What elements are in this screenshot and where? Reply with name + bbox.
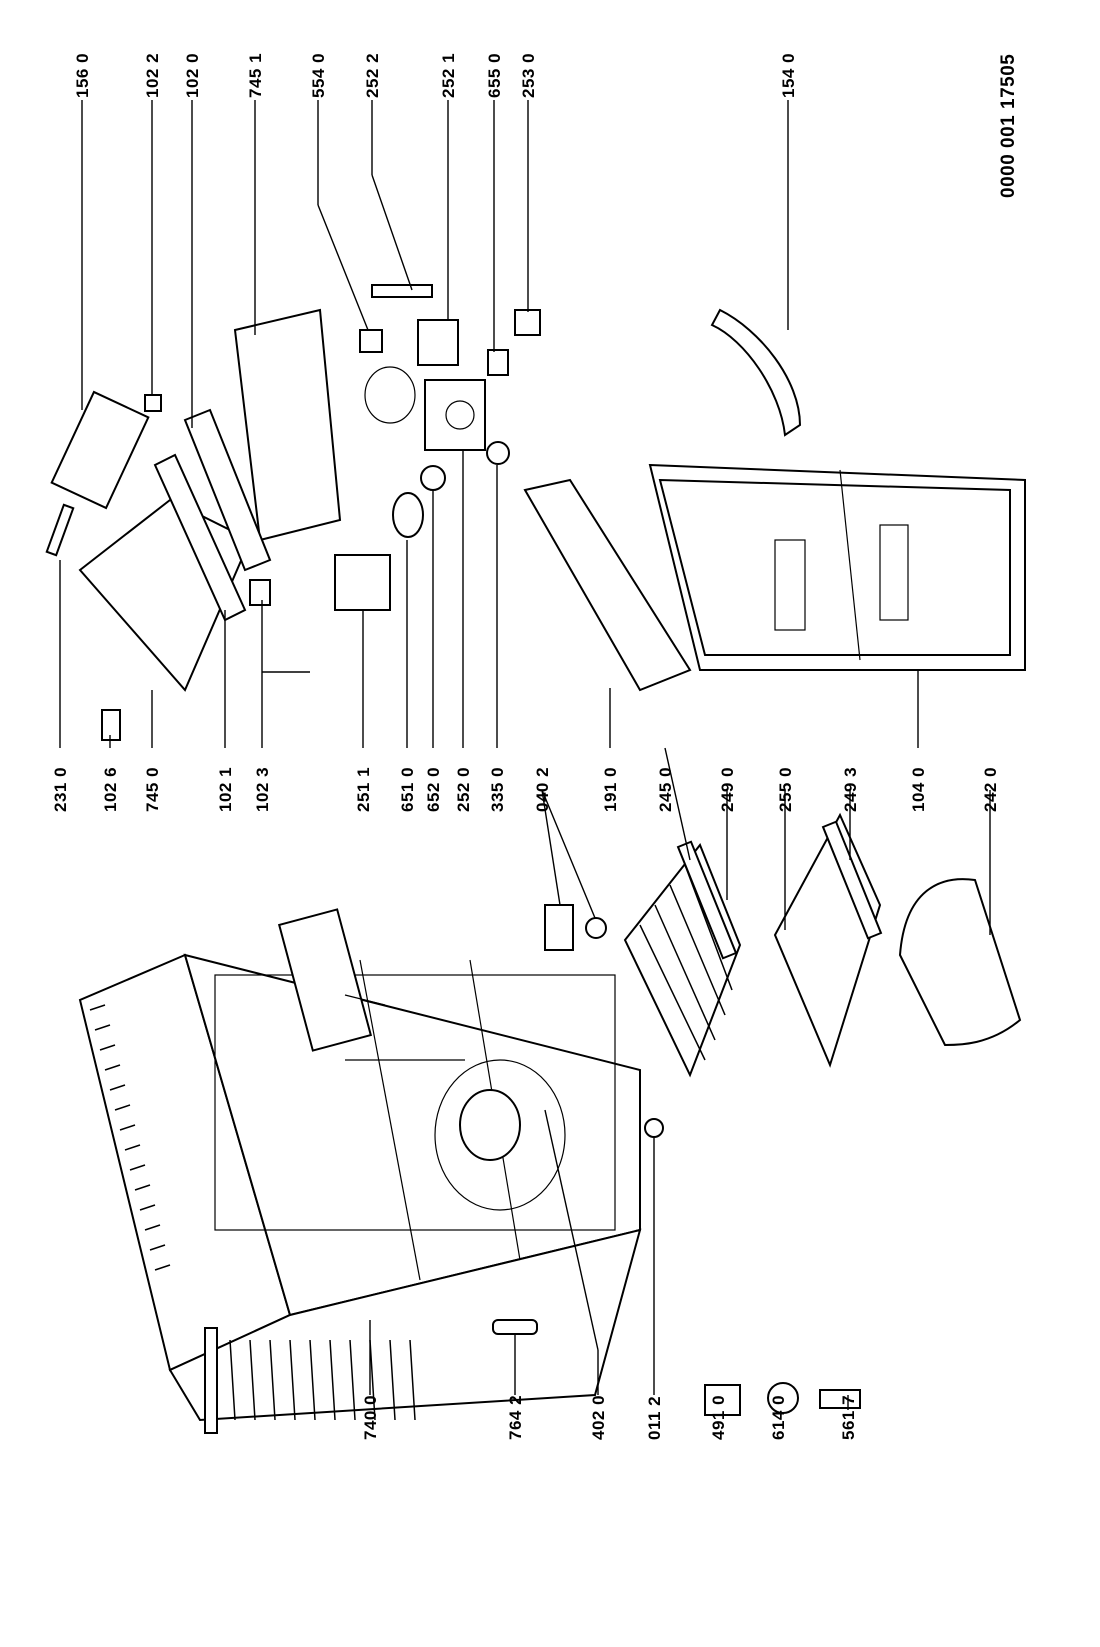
callout: 245 0 — [656, 767, 675, 812]
hinge-pin — [585, 917, 607, 939]
callout: 154 0 — [779, 53, 798, 98]
drip-tray — [233, 308, 342, 542]
lamp-socket — [420, 465, 446, 491]
glass-shelf — [773, 812, 882, 1068]
shelf-trim-upper — [676, 840, 738, 960]
callout: 655 0 — [485, 53, 504, 98]
ice-tray — [50, 390, 150, 510]
callout: 335 0 — [488, 767, 507, 812]
door-handle — [710, 308, 802, 437]
frame-strip-lower — [153, 453, 247, 622]
callout: 102 2 — [143, 53, 162, 98]
callout: 252 0 — [454, 767, 473, 812]
callout: 011 2 — [645, 1396, 664, 1440]
callout: 102 1 — [216, 767, 235, 812]
callout: 102 6 — [101, 767, 120, 812]
lamp-bulb — [392, 492, 424, 538]
part-561-7 — [819, 1389, 861, 1409]
frame-strip — [183, 408, 272, 572]
crisper-drawer — [898, 878, 1022, 1047]
callout: 156 0 — [73, 53, 92, 98]
callout: 554 0 — [309, 53, 328, 98]
part-655-0 — [487, 349, 509, 376]
shelf-trim-lower — [821, 820, 883, 940]
callout: 040 2 — [533, 767, 552, 812]
callout: 255 0 — [776, 767, 795, 812]
callouts-bottom: 740 0 764 2 402 0 011 2 491 0 614 0 561 … — [361, 1395, 858, 1440]
cap-part — [359, 329, 383, 353]
callout: 231 0 — [51, 767, 70, 812]
part-231-0 — [45, 503, 75, 557]
callout: 253 0 — [519, 53, 538, 98]
callout: 745 0 — [143, 767, 162, 812]
callouts-middle: 231 0 102 6 745 0 102 1 102 3 251 1 651 … — [51, 767, 1000, 812]
door-seal-strip — [523, 478, 692, 692]
callout: 249 0 — [718, 767, 737, 812]
thermostat-housing — [424, 379, 486, 451]
relay — [492, 1319, 538, 1335]
door-assembly — [648, 463, 1026, 671]
cabinet-body — [78, 908, 642, 1434]
callout: 102 0 — [183, 53, 202, 98]
callouts-top: 156 0 102 2 102 0 745 1 554 0 252 2 252 … — [73, 53, 798, 98]
callout: 764 2 — [506, 1395, 525, 1440]
callout: 652 0 — [424, 767, 443, 812]
callout: 614 0 — [769, 1395, 788, 1440]
hinge-bracket — [544, 904, 574, 951]
callout: 252 1 — [439, 53, 458, 98]
callout: 249 3 — [841, 767, 860, 812]
spring-coil — [364, 366, 416, 424]
callout: 402 0 — [589, 1395, 608, 1440]
callout: 740 0 — [361, 1395, 380, 1440]
callout: 651 0 — [398, 767, 417, 812]
knob — [486, 441, 510, 465]
callout: 102 3 — [253, 767, 272, 812]
part-252-2 — [371, 284, 433, 298]
leader-lines — [59, 100, 991, 1410]
wire-shelf — [623, 843, 742, 1078]
overload-614 — [767, 1382, 799, 1414]
callout: 491 0 — [709, 1395, 728, 1440]
part-253-0 — [514, 309, 541, 336]
part-102-6 — [101, 709, 121, 741]
callout: 745 1 — [246, 53, 265, 98]
callout: 242 0 — [981, 767, 1000, 812]
part-102-2 — [144, 394, 162, 412]
callout: 104 0 — [909, 767, 928, 812]
lamp-cover — [334, 554, 391, 611]
cover-491 — [704, 1384, 741, 1416]
callout: 251 1 — [354, 767, 373, 812]
callout: 561 7 — [839, 1395, 858, 1440]
switch-block — [417, 319, 459, 366]
foot-011-2 — [644, 1118, 664, 1138]
callout: 252 2 — [363, 53, 382, 98]
part-102-3 — [249, 579, 271, 606]
callout: 191 0 — [601, 767, 620, 812]
document-id: 0000 001 17505 — [998, 54, 1019, 198]
